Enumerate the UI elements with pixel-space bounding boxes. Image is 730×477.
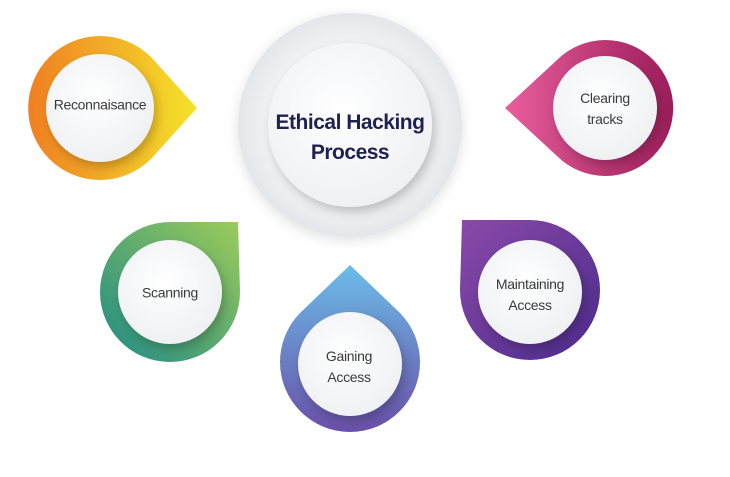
center-title-line2: Process	[310, 141, 390, 164]
step-maintaining-access	[460, 220, 600, 360]
label-maintaining-access: Maintaining Access	[495, 274, 565, 316]
maintaining-access-disc	[478, 240, 582, 344]
step-clearing-tracks	[505, 40, 674, 177]
maintaining-access-text-line2: Access	[508, 297, 552, 313]
gaining-access-text-line2: Access	[327, 369, 371, 385]
clearing-tracks-text-line1: Clearing	[580, 90, 630, 106]
step-scanning	[100, 222, 240, 362]
scanning-text: Scanning	[142, 284, 198, 301]
center-disc	[268, 43, 432, 207]
reconnaisance-disc	[46, 54, 154, 162]
center-title-line1: Ethical Hacking	[275, 111, 425, 134]
label-clearing-tracks: Clearing tracks	[580, 88, 630, 130]
center-title: Ethical Hacking Process	[276, 108, 425, 168]
center-node	[238, 13, 462, 237]
reconnaisance-text: Reconnaisance	[53, 96, 147, 113]
scanning-disc	[118, 240, 222, 344]
label-scanning: Scanning	[142, 283, 198, 304]
label-gaining-access: Gaining Access	[326, 346, 372, 388]
clearing-tracks-disc	[553, 56, 657, 160]
maintaining-access-text-line1: Maintaining	[495, 276, 565, 292]
step-gaining-access	[280, 265, 420, 432]
step-reconnaisance	[28, 36, 198, 180]
label-reconnaisance: Reconnaisance	[54, 95, 147, 116]
gaining-access-disc	[298, 312, 402, 416]
clearing-tracks-text-line2: tracks	[587, 111, 623, 127]
gaining-access-text-line1: Gaining	[325, 348, 373, 364]
